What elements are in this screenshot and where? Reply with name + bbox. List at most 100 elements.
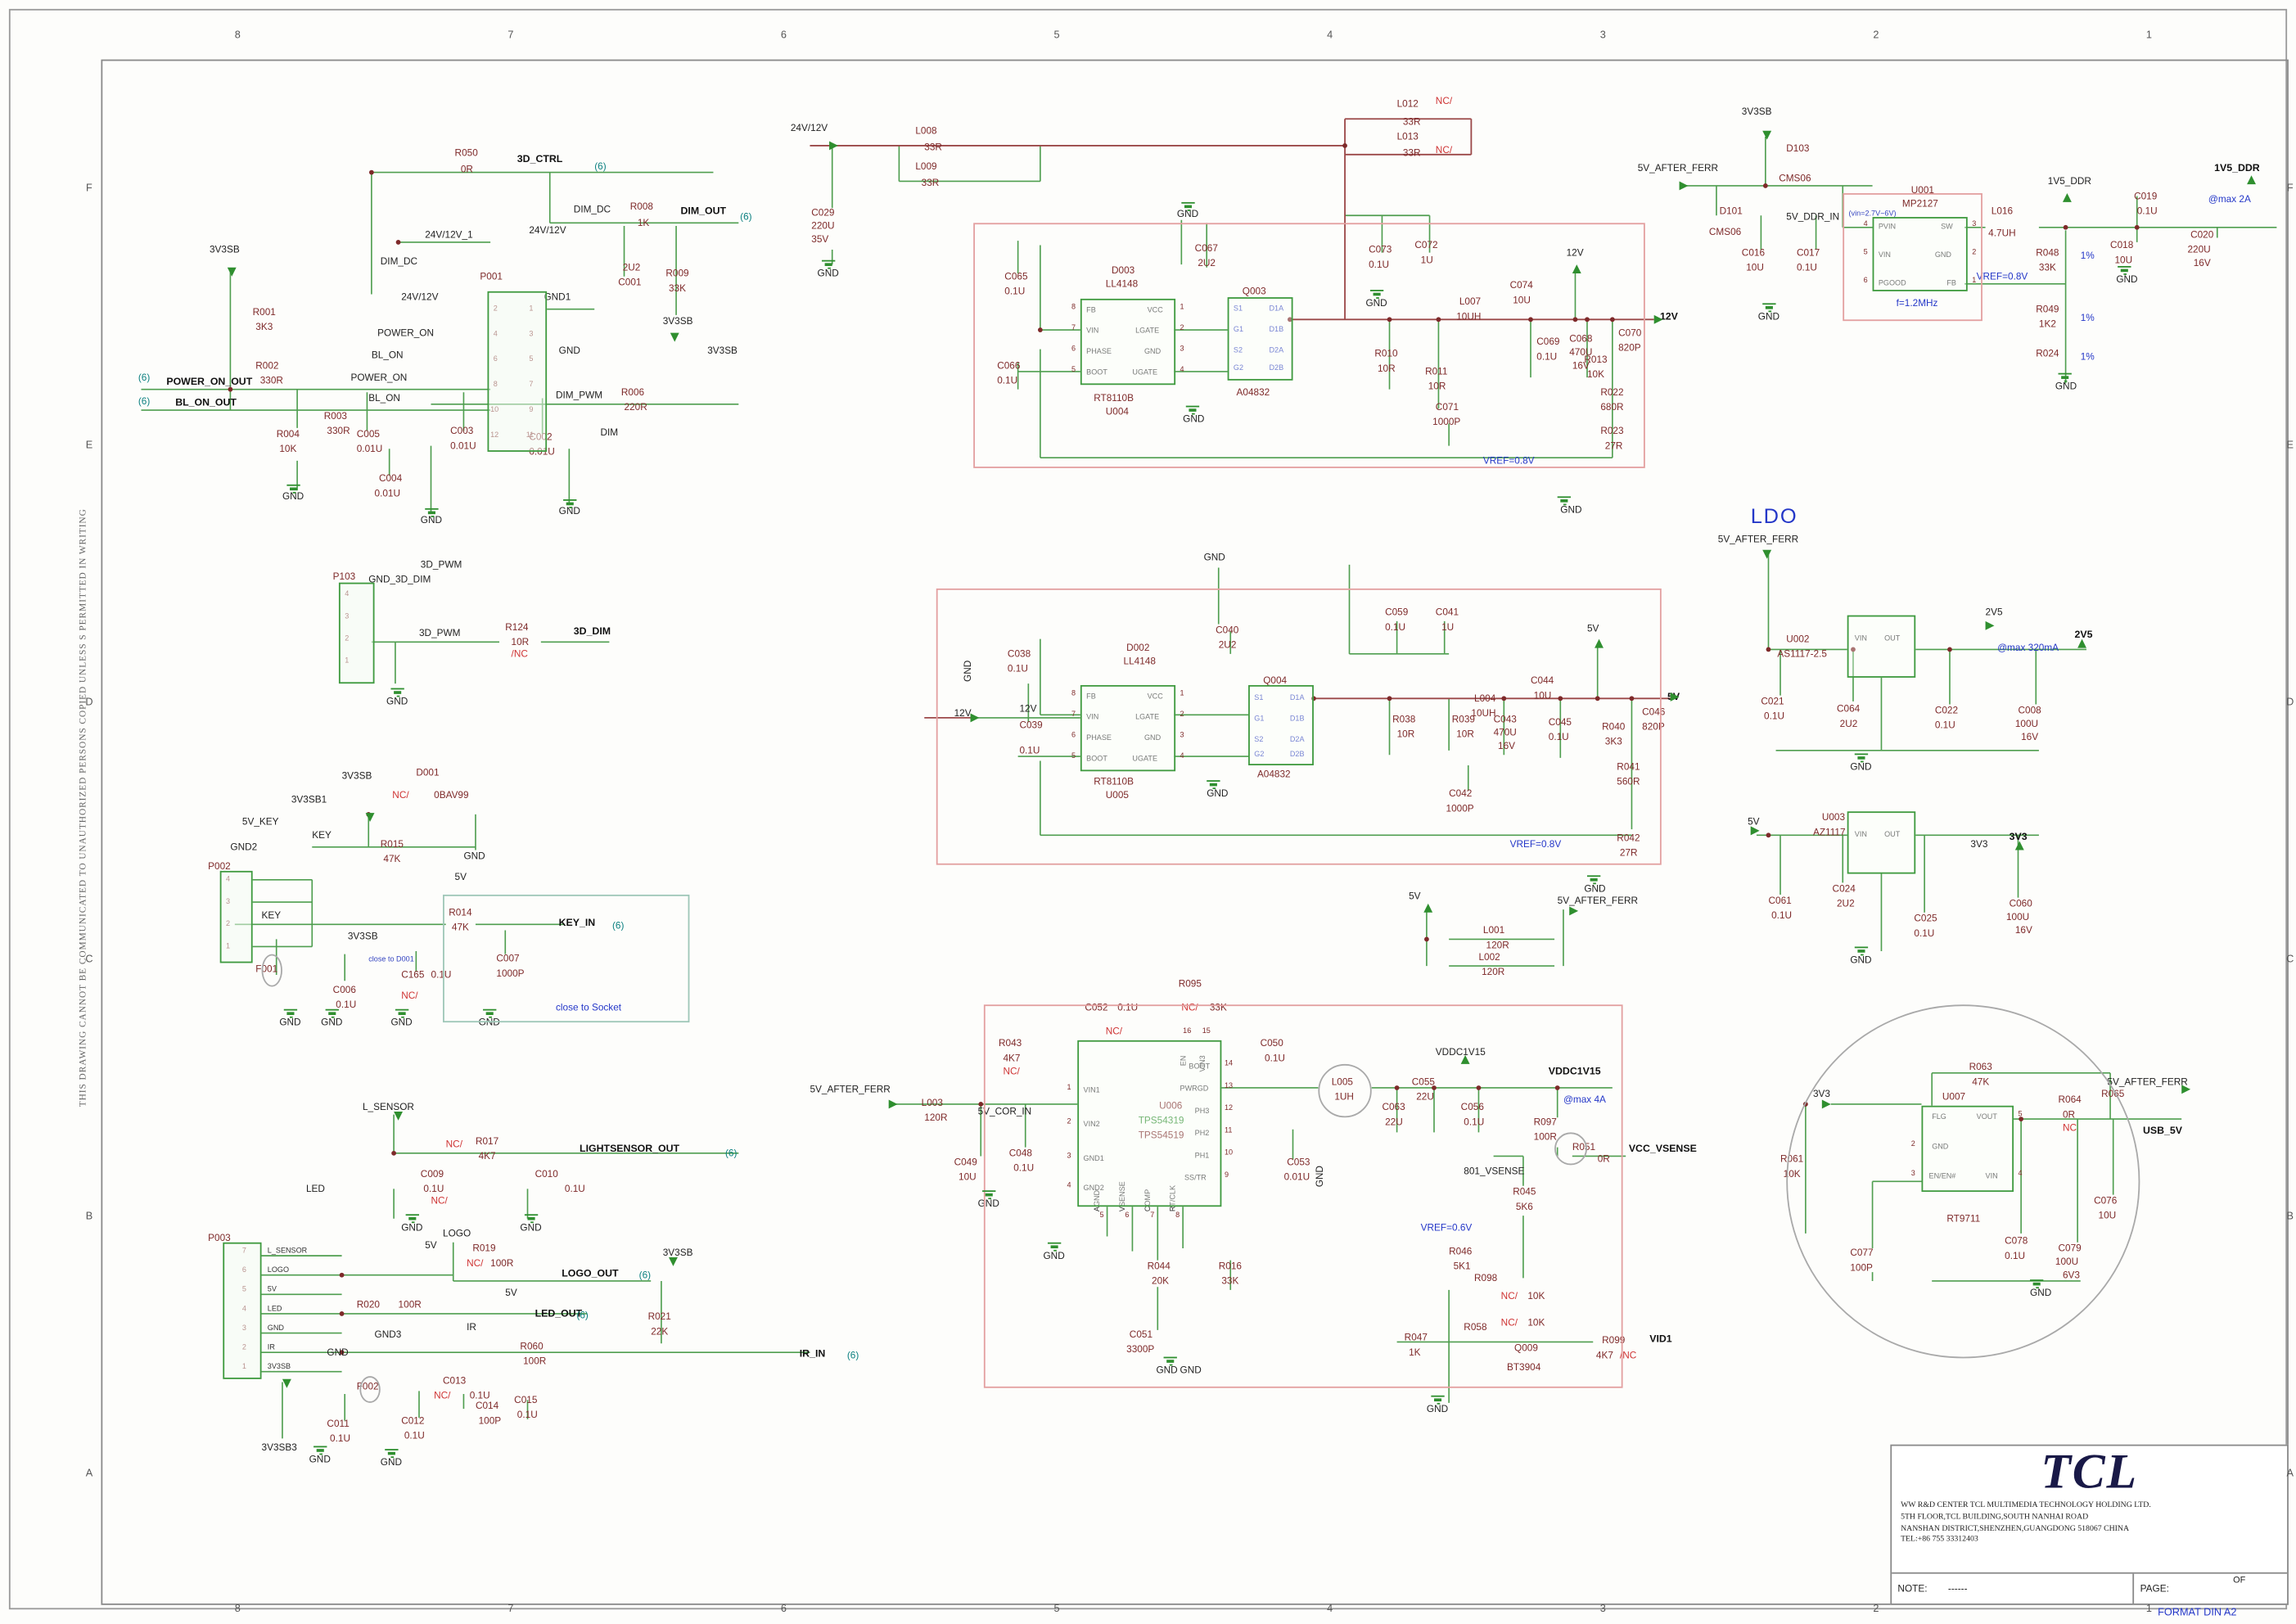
label-c045: C045 xyxy=(1548,717,1572,729)
label-c065: C065 xyxy=(1004,272,1028,282)
label-gnd: GND xyxy=(309,1455,331,1466)
connector-p103 xyxy=(338,582,375,684)
label-r013: R013 xyxy=(1584,354,1608,366)
label-0bav99: 0BAV99 xyxy=(434,790,469,801)
label-c074: C074 xyxy=(1509,281,1533,291)
label-c020: C020 xyxy=(2190,230,2214,241)
label-close-to-socket: close to Socket xyxy=(556,1003,622,1014)
label-dim-out: DIM_OUT xyxy=(680,206,727,218)
label-27r: 27R xyxy=(1604,441,1623,452)
title-block-footer: NOTE: ------ PAGE: OF xyxy=(1892,1572,2288,1604)
power-arrow-up xyxy=(1460,1055,1470,1064)
label-ugate: UGATE xyxy=(1132,755,1158,765)
label-3d-pwm: 3D_PWM xyxy=(420,560,462,571)
label-6: 6 xyxy=(1863,276,1868,286)
label-1: 1 xyxy=(1972,276,1977,286)
label-10u: 10U xyxy=(1513,295,1531,306)
ground-symbol xyxy=(1586,874,1601,885)
label-c069: C069 xyxy=(1536,337,1560,348)
label-boot: BOOT xyxy=(1086,368,1107,378)
label-r098: R098 xyxy=(1474,1273,1498,1284)
label-vref-0-8v: VREF=0.8V xyxy=(1482,456,1535,467)
label-vcc-vsense: VCC_VSENSE xyxy=(1628,1144,1697,1155)
label-fb: FB xyxy=(1086,305,1096,315)
label-8: 8 xyxy=(1175,1211,1180,1220)
grid-row-label: C xyxy=(85,954,93,965)
label-0-1u: 0.1U xyxy=(1013,1163,1035,1175)
label-0-1u: 0.1U xyxy=(1369,259,1390,271)
label-gnd: GND xyxy=(463,851,485,863)
label-l-sensor: L_SENSOR xyxy=(362,1103,414,1113)
label-16v: 16V xyxy=(1572,361,1590,372)
label-r014: R014 xyxy=(449,908,472,918)
label-3d-pwm: 3D_PWM xyxy=(418,628,461,639)
label-0-1u: 0.1U xyxy=(469,1391,490,1402)
label-r060: R060 xyxy=(520,1342,544,1353)
label-vcc: VCC xyxy=(1147,692,1163,701)
label-vddc1v15: VDDC1V15 xyxy=(1435,1047,1486,1058)
label-bl-on-out: BL_ON_OUT xyxy=(175,398,237,409)
label-d003: D003 xyxy=(1112,265,1135,277)
ic-u002 xyxy=(1847,615,1916,678)
label-0-01u: 0.01U xyxy=(356,444,383,455)
label-l003: L003 xyxy=(921,1098,943,1109)
label-0-1u: 0.1U xyxy=(423,1184,444,1195)
label-vref-0-8v: VREF=0.8V xyxy=(1509,839,1562,850)
label-mp2127: MP2127 xyxy=(1901,199,1938,210)
label--max-4a: @max 4A xyxy=(1563,1095,1606,1106)
label-5v-key: 5V_KEY xyxy=(241,817,279,828)
ground-symbol xyxy=(2030,1278,2044,1289)
label-ugate: UGATE xyxy=(1132,368,1158,378)
label-c073: C073 xyxy=(1369,245,1392,256)
label-2: 2 xyxy=(1972,248,1977,258)
label-gnd: GND xyxy=(1560,505,1582,516)
label-gnd: GND xyxy=(327,1347,349,1359)
label-bl-on: BL_ON xyxy=(368,394,400,404)
label-power-on: POWER_ON xyxy=(350,372,408,384)
label-fb: FB xyxy=(1086,692,1096,701)
label-c071: C071 xyxy=(1435,403,1459,413)
grid-col-label: 1 xyxy=(2145,1604,2153,1615)
label-7: 7 xyxy=(1150,1211,1155,1220)
label-gnd: GND xyxy=(279,1017,301,1029)
label-g2: G2 xyxy=(1254,750,1265,760)
label-c014: C014 xyxy=(475,1401,499,1412)
label-0r: 0R xyxy=(460,165,473,176)
label-15: 15 xyxy=(1202,1026,1211,1036)
label-c068: C068 xyxy=(1569,334,1593,345)
label-l008: L008 xyxy=(915,126,937,138)
label-0-1u: 0.1U xyxy=(2136,206,2158,218)
label-c056: C056 xyxy=(1460,1103,1484,1113)
label-0-1u: 0.1U xyxy=(336,999,357,1011)
label-3v3sb: 3V3SB xyxy=(267,1362,291,1372)
label-nc-: NC/ xyxy=(392,790,409,801)
label-100r: 100R xyxy=(1533,1132,1557,1144)
label-1000p: 1000P xyxy=(1432,417,1461,428)
label-az1117: AZ1117 xyxy=(1812,828,1846,838)
label-3: 3 xyxy=(1180,345,1184,354)
label--6-: (6) xyxy=(138,396,151,408)
connector-p003 xyxy=(223,1242,262,1379)
label-c041: C041 xyxy=(1435,607,1459,619)
label-s2: S2 xyxy=(1233,346,1243,355)
label-gnd: GND xyxy=(1207,789,1229,800)
label-100u: 100U xyxy=(2005,912,2030,923)
label-3v3sb3: 3V3SB3 xyxy=(261,1442,297,1454)
power-arrow-right xyxy=(1569,906,1579,916)
company-line-2: 5TH FLOOR,TCL BUILDING,SOUTH NANHAI ROAD xyxy=(1901,1512,2089,1522)
label-nc-: NC/ xyxy=(1435,145,1453,156)
label-2v5: 2V5 xyxy=(1985,607,2003,619)
label-6: 6 xyxy=(1071,345,1076,354)
label-vin: VIN xyxy=(1086,713,1099,723)
label-10r: 10R xyxy=(1428,381,1446,393)
label-d103: D103 xyxy=(1786,144,1810,155)
label-r039: R039 xyxy=(1451,715,1475,725)
label-r001: R001 xyxy=(252,307,276,318)
label-nc-: NC/ xyxy=(467,1258,484,1270)
label-gnd: GND xyxy=(267,1324,284,1333)
label-r041: R041 xyxy=(1617,762,1640,774)
label-gnd: GND xyxy=(380,1458,403,1468)
label-10r: 10R xyxy=(1396,729,1415,741)
ground-symbol xyxy=(286,483,300,494)
label-power-on-out: POWER_ON_OUT xyxy=(166,377,253,388)
